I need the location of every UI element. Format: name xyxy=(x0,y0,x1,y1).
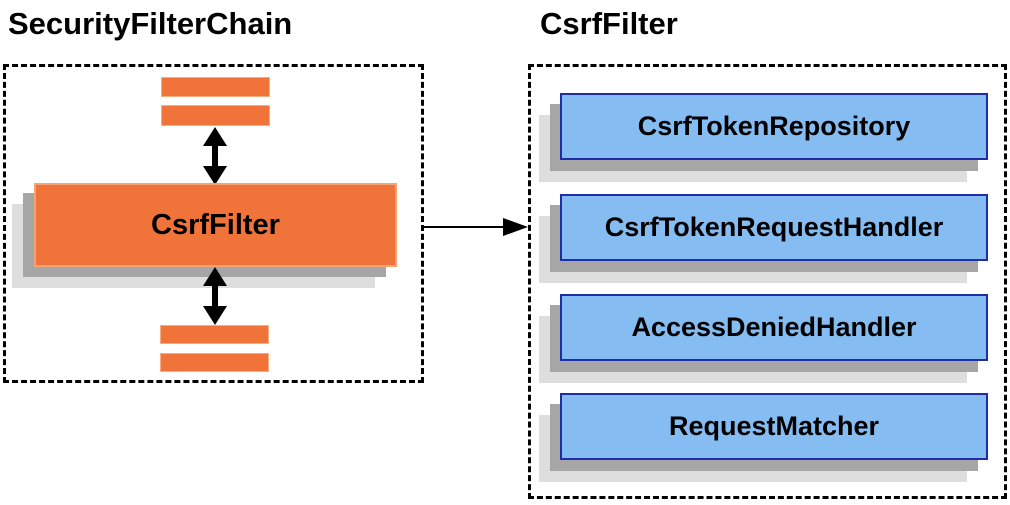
filter-placeholder-bar xyxy=(160,325,269,344)
csrf-filter-box: CsrfFilter xyxy=(34,183,397,267)
component-box: CsrfTokenRequestHandler xyxy=(539,194,988,285)
component-box: AccessDeniedHandler xyxy=(539,294,988,385)
filter-placeholder-bar xyxy=(161,77,270,97)
component-access-denied-handler: AccessDeniedHandler xyxy=(560,294,988,361)
csrf-filter-box-label: CsrfFilter xyxy=(151,208,280,241)
double-arrow-icon xyxy=(203,127,227,185)
component-csrf-token-repository: CsrfTokenRepository xyxy=(560,93,988,160)
csrf-filter-title: CsrfFilter xyxy=(540,6,678,41)
component-box: RequestMatcher xyxy=(539,393,988,484)
security-filter-chain-title: SecurityFilterChain xyxy=(8,6,293,41)
connector-arrow-line xyxy=(423,226,506,228)
connector-arrowhead-icon xyxy=(503,218,528,236)
filter-placeholder-bar xyxy=(160,353,269,372)
component-csrf-token-request-handler: CsrfTokenRequestHandler xyxy=(560,194,988,261)
component-request-matcher: RequestMatcher xyxy=(560,393,988,460)
filter-placeholder-bar xyxy=(161,105,270,126)
double-arrow-icon xyxy=(203,267,227,325)
csrf-filter-container xyxy=(528,64,1007,499)
security-filter-chain-container xyxy=(3,64,424,383)
component-box: CsrfTokenRepository xyxy=(539,93,988,184)
